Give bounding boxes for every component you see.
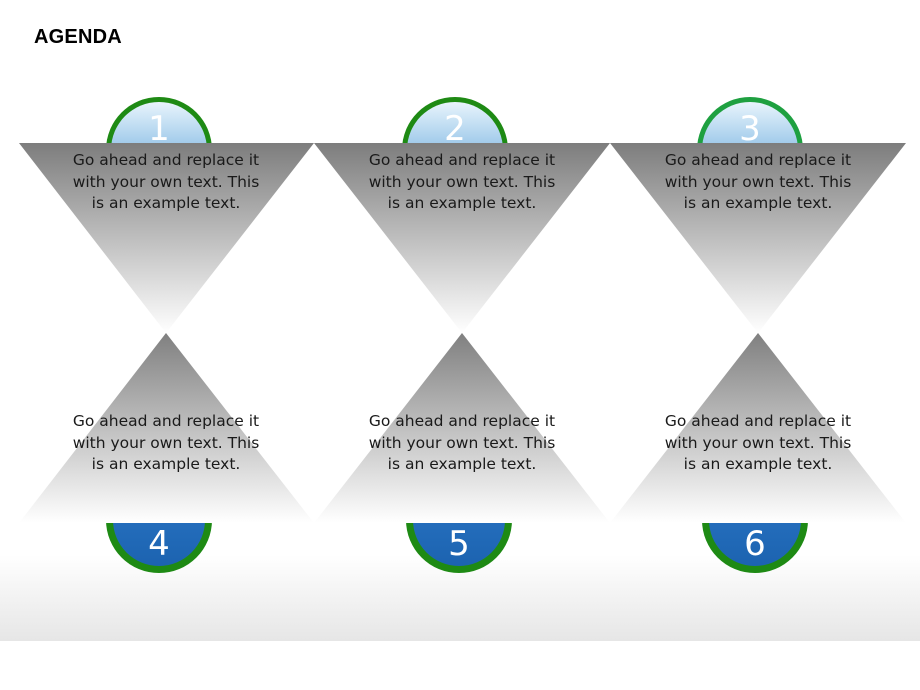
item-text-1: Go ahead and replace it with your own te… [72,151,260,213]
item-text-3: Go ahead and replace it with your own te… [664,151,852,213]
badge-number-6: 6 [744,524,766,564]
item-text-2: Go ahead and replace it with your own te… [368,151,556,213]
triangle-2 [314,143,610,333]
item-text-4: Go ahead and replace it with your own te… [72,412,260,474]
badge-number-3: 3 [739,109,761,149]
triangle-3 [610,143,906,333]
badge-number-5: 5 [448,524,470,564]
item-text-6: Go ahead and replace it with your own te… [664,412,852,474]
triangle-1 [19,143,314,333]
badge-number-1: 1 [148,109,170,149]
item-text-5: Go ahead and replace it with your own te… [368,412,556,474]
triangle-4 [19,333,314,523]
badge-number-4: 4 [148,524,170,564]
triangle-6 [610,333,906,523]
triangle-5 [314,333,610,523]
badge-number-2: 2 [444,109,466,149]
page-title: AGENDA [34,26,122,48]
